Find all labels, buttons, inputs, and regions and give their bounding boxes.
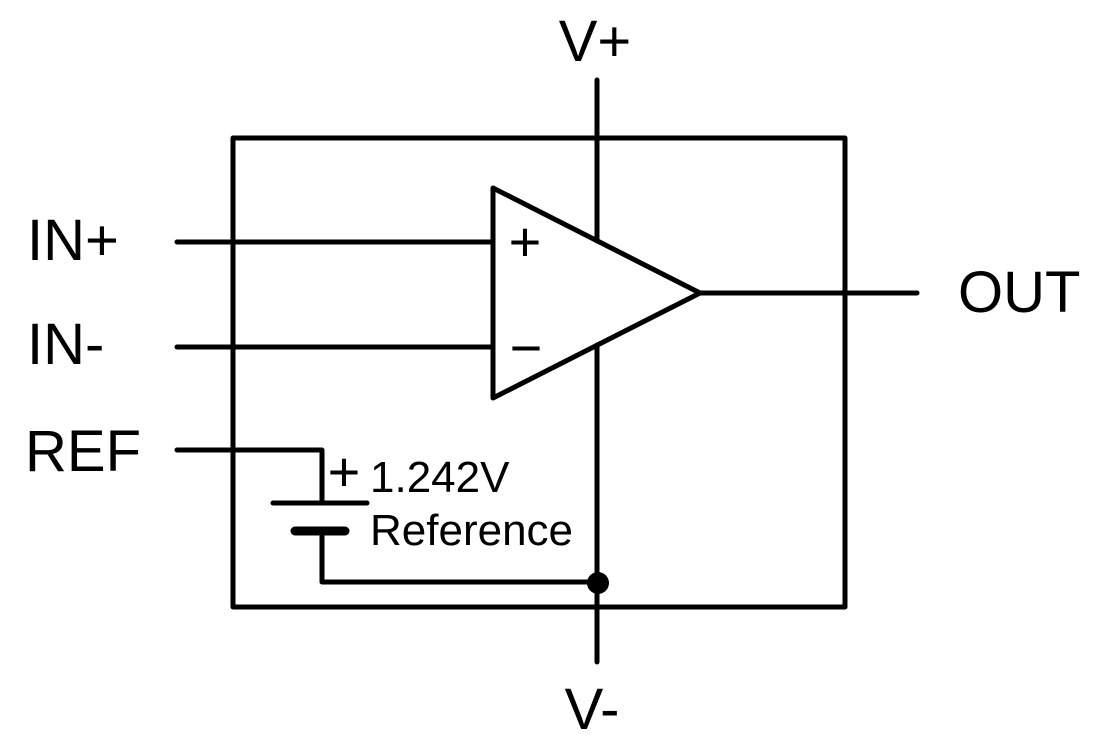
pin-label-out: OUT [958, 260, 1080, 325]
reference-polarity-label: + [328, 440, 361, 503]
reference-to-vminus-wire [319, 528, 601, 585]
pin-label-vplus: V+ [559, 9, 632, 74]
ic-boundary-box [230, 135, 848, 610]
opamp-plus-input-label: + [509, 210, 542, 273]
ref-wire [174, 447, 325, 506]
pin-label-ref: REF [25, 419, 141, 484]
pin-label-vminus: V- [565, 677, 620, 742]
reference-name-label: Reference [370, 506, 573, 555]
junction-dot [587, 572, 609, 594]
opamp-minus-input-label: − [510, 316, 543, 379]
reference-voltage-label: 1.242V [370, 453, 510, 502]
pin-label-inminus: IN- [27, 312, 104, 377]
pin-label-inplus: IN+ [27, 208, 119, 273]
